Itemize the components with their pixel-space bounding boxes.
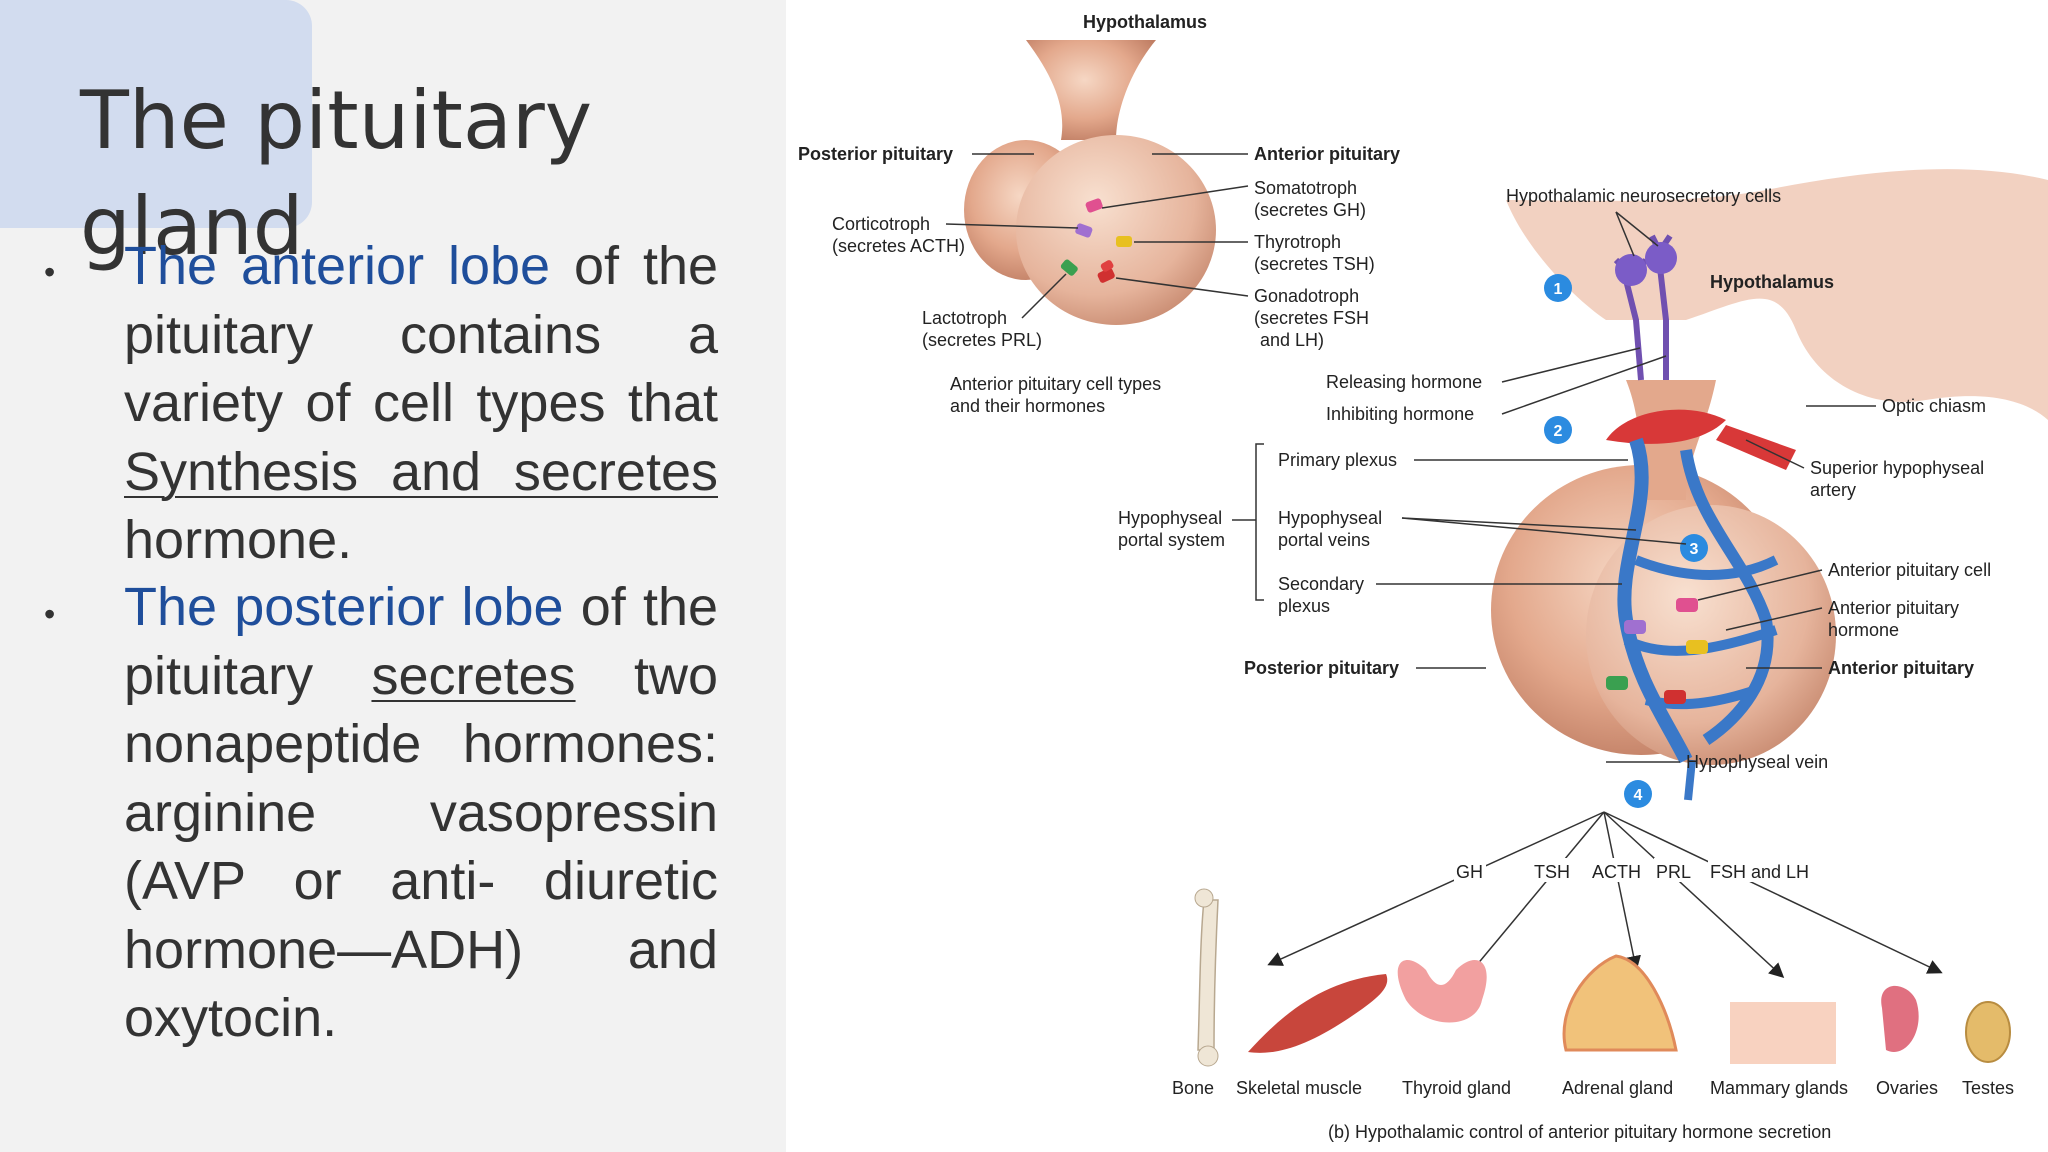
portal-veins-label-2: portal veins (1278, 530, 1370, 550)
corticotroph-label: Corticotroph (832, 214, 930, 234)
figure-caption: (b) Hypothalamic control of anterior pit… (1328, 1122, 1831, 1142)
step-marker-2 (1544, 416, 1572, 444)
target-labels: Bone Skeletal muscle Thyroid gland Adren… (1172, 1078, 2014, 1098)
target-bone: Bone (1172, 1078, 1214, 1098)
releasing-hormone-label: Releasing hormone (1326, 372, 1482, 392)
thyrotroph-label: Thyrotroph (1254, 232, 1341, 252)
superior-artery-label: Superior hypophyseal (1810, 458, 1984, 478)
posterior-lobe-term: The posterior lobe (124, 577, 564, 637)
step-markers: 1 2 3 4 (1544, 274, 1708, 808)
main-anterior-label: Anterior pituitary (1828, 658, 1974, 678)
bullet2-text-b: two nonapeptide hormones: arginine vasop… (124, 645, 718, 1049)
anterior-cell-label: Anterior pituitary cell (1828, 560, 1991, 580)
target-adrenal-gland: Adrenal gland (1562, 1078, 1673, 1098)
skeletal-muscle-icon (1248, 974, 1388, 1053)
inset-caption-line-1: Anterior pituitary cell types (950, 374, 1161, 394)
hormone-tsh: TSH (1534, 862, 1570, 882)
gonadotroph-hormone: (secretes FSH (1254, 308, 1369, 328)
step-marker-1 (1544, 274, 1572, 302)
step-1-number: 1 (1554, 281, 1563, 298)
primary-plexus-label: Primary plexus (1278, 450, 1397, 470)
step-2-number: 2 (1554, 423, 1563, 440)
hormone-labels: GH TSH ACTH PRL FSH and LH (1454, 858, 1814, 882)
portal-veins-label: Hypophyseal (1278, 508, 1382, 528)
portal-system-label-2: portal system (1118, 530, 1225, 550)
portal-system-label: Hypophyseal (1118, 508, 1222, 528)
hormone-arrows (1267, 811, 1943, 981)
secondary-plexus-label-2: plexus (1278, 596, 1330, 616)
optic-chiasm-label: Optic chiasm (1882, 396, 1986, 416)
hormone-acth: ACTH (1592, 862, 1641, 882)
gonadotroph-hormone-2: and LH) (1260, 330, 1324, 350)
hormone-fsh-lh: FSH and LH (1710, 862, 1809, 882)
hormone-prl: PRL (1656, 862, 1691, 882)
step-marker-3 (1680, 534, 1708, 562)
bullet-marker-1: • (44, 254, 56, 290)
hypophyseal-vein-label: Hypophyseal vein (1686, 752, 1828, 772)
step-marker-4 (1624, 780, 1652, 808)
ovaries-icon (1881, 985, 1919, 1052)
lactotroph-label: Lactotroph (922, 308, 1007, 328)
inhibiting-hormone-label: Inhibiting hormone (1326, 404, 1474, 424)
neurosecretory-cells-label: Hypothalamic neurosecretory cells (1506, 186, 1781, 206)
bullet-paragraph-anterior: The anterior lobe of the pituitary conta… (124, 232, 718, 575)
bullet1-underlined-text: Synthesis and secretes (124, 441, 718, 502)
anterior-hormone-label: Anterior pituitary (1828, 598, 1959, 618)
text-panel: The pituitary gland • The anterior lobe … (0, 0, 786, 1152)
main-posterior-label: Posterior pituitary (1244, 658, 1399, 678)
bullet-paragraph-posterior: The posterior lobe of the pituitary secr… (124, 573, 718, 1053)
inset-caption-line-2: and their hormones (950, 396, 1105, 416)
bullet-marker-2: • (44, 596, 56, 632)
gonadotroph-label: Gonadotroph (1254, 286, 1359, 306)
hormone-gh: GH (1456, 862, 1483, 882)
target-ovaries: Ovaries (1876, 1078, 1938, 1098)
title-accent-shape (0, 0, 312, 228)
inset-hypothalamus-label: Hypothalamus (1083, 12, 1207, 32)
superior-artery-label-2: artery (1810, 480, 1856, 500)
thyrotroph-hormone: (secretes TSH) (1254, 254, 1375, 274)
corticotroph-hormone: (secretes ACTH) (832, 236, 965, 256)
thyroid-gland-icon (1397, 960, 1487, 1023)
target-testes: Testes (1962, 1078, 2014, 1098)
slide-title: The pituitary gland (80, 74, 593, 273)
somatotroph-label: Somatotroph (1254, 178, 1357, 198)
mammary-glands-icon (1730, 1002, 1836, 1064)
inset-posterior-label: Posterior pituitary (798, 144, 953, 164)
main-pituitary-drawing (1491, 169, 2048, 801)
target-skeletal-muscle: Skeletal muscle (1236, 1078, 1362, 1098)
inset-pituitary-drawing (964, 40, 1216, 325)
step-3-number: 3 (1690, 541, 1699, 558)
bullet2-text-a: of the pituitary (124, 577, 719, 706)
adrenal-gland-icon (1562, 954, 1678, 1052)
target-organs (1194, 888, 2011, 1067)
bullet1-text-a: of the pituitary contains a variety of c… (124, 236, 719, 433)
anterior-hormone-label-2: hormone (1828, 620, 1899, 640)
bullet1-text-b: hormone. (124, 510, 353, 570)
pituitary-figure: Hypothalamus Posterior pituitary Anterio… (786, 0, 2048, 1152)
inset-anterior-label: Anterior pituitary (1254, 144, 1400, 164)
secondary-plexus-label: Secondary (1278, 574, 1364, 594)
anterior-lobe-term: The anterior lobe (124, 236, 551, 296)
bone-icon (1197, 899, 1219, 1051)
somatotroph-hormone: (secretes GH) (1254, 200, 1366, 220)
lactotroph-hormone: (secretes PRL) (922, 330, 1042, 350)
bullet2-underlined-text: secretes (371, 645, 576, 706)
target-thyroid-gland: Thyroid gland (1402, 1078, 1511, 1098)
step-4-number: 4 (1634, 787, 1643, 804)
target-mammary-glands: Mammary glands (1710, 1078, 1848, 1098)
main-hypothalamus-label: Hypothalamus (1710, 272, 1834, 292)
testes-icon (1965, 1001, 2011, 1063)
